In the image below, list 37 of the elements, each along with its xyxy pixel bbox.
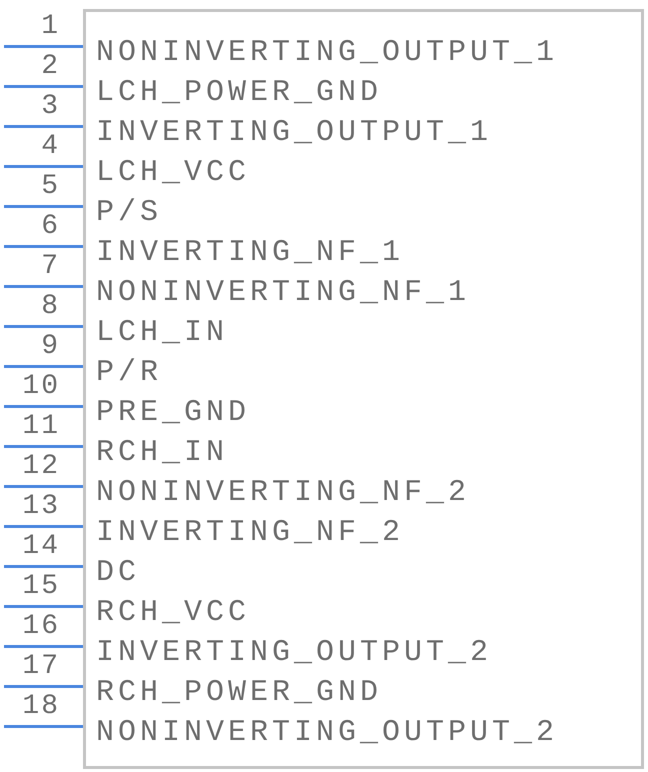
pin-name: NONINVERTING_OUTPUT_2 (96, 718, 558, 748)
pin-number: 16 (22, 613, 60, 641)
pin-name: RCH_VCC (96, 598, 250, 628)
pin-name: INVERTING_NF_2 (96, 518, 404, 548)
ic-body (83, 9, 644, 769)
pin-name: RCH_IN (96, 438, 228, 468)
pin-number: 7 (41, 253, 60, 281)
pin-name: P/S (96, 198, 162, 228)
pin-number: 6 (41, 213, 60, 241)
pin-number: 12 (22, 453, 60, 481)
pin-name: PRE_GND (96, 398, 250, 428)
pin-name: LCH_IN (96, 318, 228, 348)
pin-number: 4 (41, 133, 60, 161)
pin-name: LCH_POWER_GND (96, 78, 382, 108)
pin-number: 17 (22, 653, 60, 681)
pin-number: 15 (22, 573, 60, 601)
pin-name: INVERTING_NF_1 (96, 238, 404, 268)
pin-number: 9 (41, 333, 60, 361)
pin-number: 5 (41, 173, 60, 201)
pin-number: 18 (22, 693, 60, 721)
pin-number: 11 (22, 413, 60, 441)
pin-number: 3 (41, 93, 60, 121)
pin-name: NONINVERTING_NF_2 (96, 478, 470, 508)
pin-name: NONINVERTING_NF_1 (96, 278, 470, 308)
pin-name: RCH_POWER_GND (96, 678, 382, 708)
pin-number: 1 (41, 13, 60, 41)
pin-name: LCH_VCC (96, 158, 250, 188)
pin-number: 13 (22, 493, 60, 521)
pin-name: NONINVERTING_OUTPUT_1 (96, 38, 558, 68)
pin-number: 14 (22, 533, 60, 561)
pin-number: 10 (22, 373, 60, 401)
pin-number: 8 (41, 293, 60, 321)
pin-name: INVERTING_OUTPUT_1 (96, 118, 492, 148)
pin-number: 2 (41, 53, 60, 81)
pin-name: INVERTING_OUTPUT_2 (96, 638, 492, 668)
pin-name: P/R (96, 358, 162, 388)
pin-name: DC (96, 558, 140, 588)
